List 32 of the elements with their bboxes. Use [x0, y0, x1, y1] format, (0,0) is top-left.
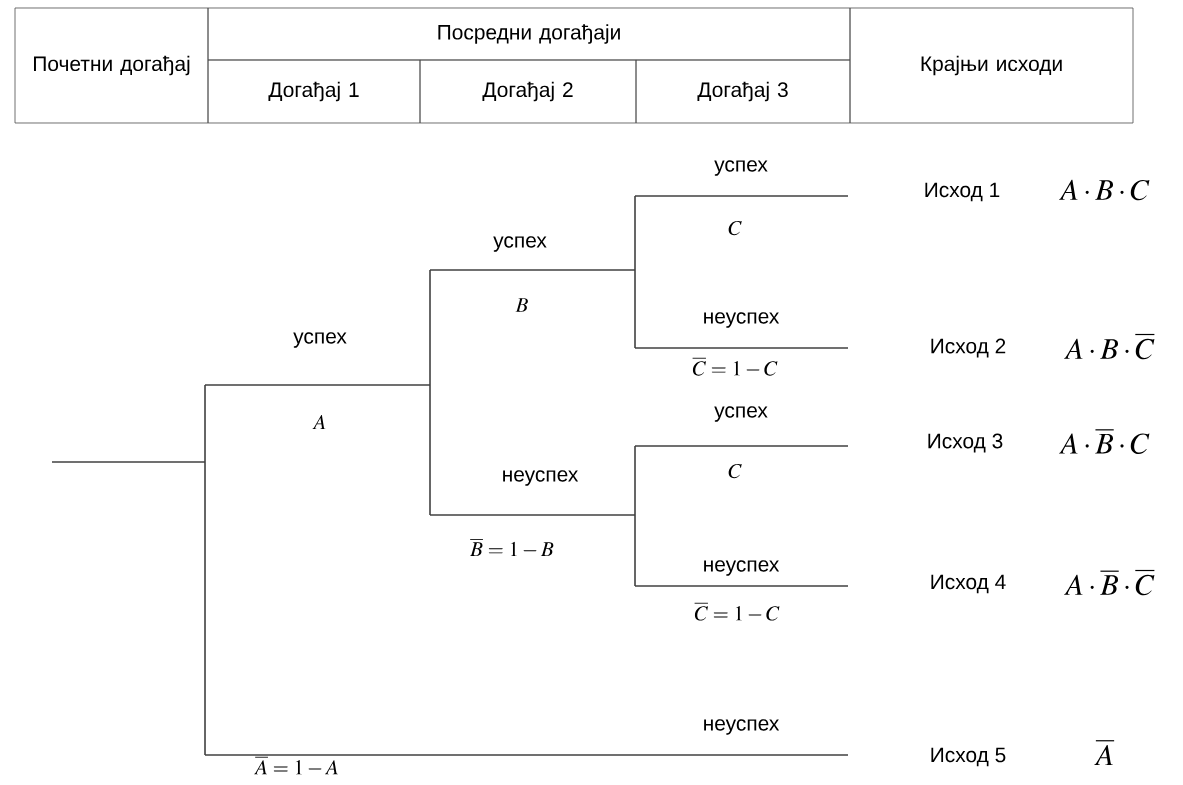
outcome-label: Исход 3	[928, 433, 1003, 453]
probability-label: $B$	[515, 298, 528, 312]
outcome-formula: $A \cdot B \cdot C$	[1059, 179, 1150, 201]
branch-label: успех	[714, 160, 768, 176]
outcome-formula: $A \cdot \overline{B} \cdot \overline{C}$	[1064, 570, 1155, 596]
branch-label: неуспех	[704, 560, 780, 576]
outcome-formula: $A \cdot B \cdot \overline{C}$	[1064, 334, 1155, 360]
branch-label: успех	[493, 236, 547, 252]
branch-label: успех	[293, 332, 347, 348]
header-cell: Догађај 2	[419, 59, 637, 124]
branch-label: успех	[714, 406, 768, 422]
header-cell: Посредни догађаји	[207, 7, 851, 61]
probability-label: $C$	[728, 220, 742, 236]
header-cell: Почетни догађај	[14, 7, 209, 124]
outcome-label: Исход 2	[931, 338, 1006, 358]
probability-label: $\overline{B}=1-B$	[470, 539, 554, 556]
branch-label: неуспех	[503, 470, 579, 486]
header-cell: Догађај 3	[635, 59, 851, 124]
header-cell: Догађај 1	[207, 59, 421, 124]
outcome-label: Исход 1	[925, 182, 1000, 202]
branch-label: неуспех	[704, 719, 780, 735]
branch-label: неуспех	[704, 312, 780, 328]
outcome-formula: $\overline{A}$	[1094, 740, 1115, 765]
probability-label: $\overline{C}=1-C$	[694, 603, 780, 621]
probability-label: $\overline{C}=1-C$	[692, 358, 778, 376]
probability-label: $A$	[312, 415, 326, 430]
outcome-label: Исход 4	[931, 574, 1006, 594]
outcome-label: Исход 5	[931, 747, 1006, 767]
header-cell: Крајњи исходи	[849, 7, 1134, 124]
outcome-formula: $A \cdot \overline{B} \cdot C$	[1059, 429, 1150, 454]
probability-label: $\overline{A}=1-A$	[254, 757, 338, 775]
probability-label: $C$	[728, 463, 742, 479]
